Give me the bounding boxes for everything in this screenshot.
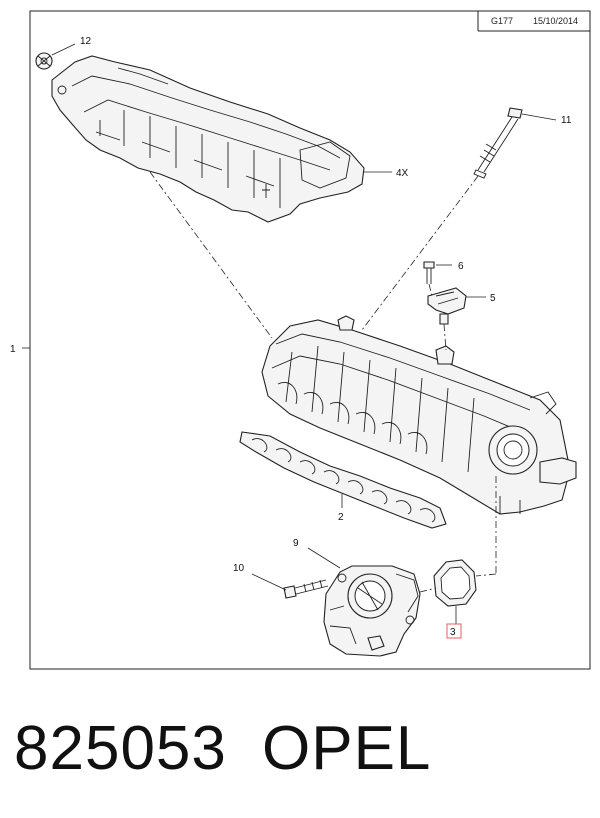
callout-3-box [446,623,462,639]
part-9-throttle-body [323,565,421,657]
callout-4: 4X [396,168,409,179]
footer: 825053 OPEL [14,718,594,808]
part-6-screw [423,261,435,284]
assembly-lines [149,171,497,593]
callout-9: 9 [293,538,299,549]
callout-6: 6 [458,261,464,272]
callout-11: 11 [561,115,572,126]
part-5-sensor [427,287,467,325]
part-10-bolt [283,579,329,599]
part-12-nut [35,52,53,70]
part-3-seal-ring [433,559,477,607]
header-date: 15/10/2014 [533,16,578,26]
callout-12: 12 [80,36,92,47]
footer-brand: OPEL [262,714,432,783]
callout-10: 10 [233,563,245,574]
part-2-gasket [239,431,447,529]
part-4-engine-cover [51,55,365,223]
footer-part-number: 825053 [14,714,227,783]
part-11-bolt [473,107,523,179]
diagram-frame [29,10,591,670]
callout-5: 5 [490,293,496,304]
header-box: G177 15/10/2014 [477,11,590,32]
header-ref: G177 [491,16,513,26]
callout-2: 2 [338,512,344,523]
callout-1: 1 [10,344,16,355]
callout-3: 3 [450,627,456,638]
part-1-intake-manifold [261,315,577,515]
